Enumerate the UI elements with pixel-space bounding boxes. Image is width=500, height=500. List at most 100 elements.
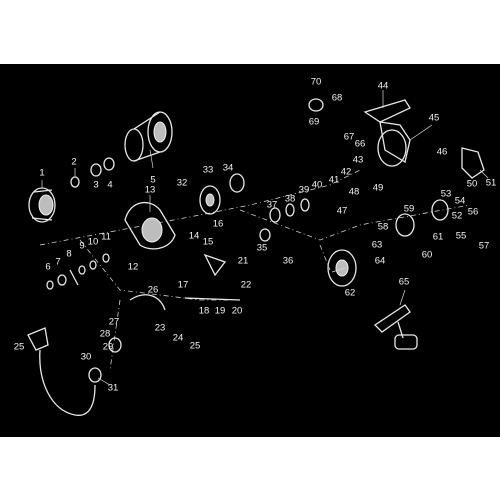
- part-number-label: 3: [93, 180, 98, 191]
- part-number-label: 55: [456, 231, 467, 242]
- part-number-label: 41: [329, 175, 340, 186]
- part-number-label: 28: [100, 329, 111, 340]
- part-number-label: 14: [189, 231, 200, 242]
- part-number-label: 32: [177, 178, 188, 189]
- part-number-label: 23: [155, 323, 166, 334]
- part-number-label: 10: [88, 237, 99, 248]
- part-number-label: 6: [45, 262, 50, 273]
- shaft-part: [184, 297, 241, 301]
- part-number-label: 31: [108, 383, 119, 394]
- bearing-39-part: [300, 198, 310, 212]
- part-number-label: 9: [79, 241, 84, 252]
- roller-part: [108, 337, 122, 353]
- part-number-label: 36: [283, 256, 294, 267]
- guide-rotor: [79, 239, 230, 301]
- diagram-panel: [0, 64, 500, 437]
- part-number-label: 35: [257, 243, 268, 254]
- part-number-label: 52: [452, 211, 463, 222]
- part-number-label: 40: [312, 180, 323, 191]
- bearing-35-part: [259, 228, 271, 242]
- part-number-label: 25: [190, 341, 201, 352]
- spool-knob-part: [28, 187, 56, 223]
- part-number-label: 47: [337, 206, 348, 217]
- part-number-label: 68: [332, 93, 343, 104]
- part-number-label: 2: [71, 157, 76, 168]
- part-number-label: 44: [378, 81, 389, 92]
- washer-3-part: [90, 163, 102, 177]
- part-number-label: 57: [479, 241, 490, 252]
- axis-guide-right: [239, 204, 471, 241]
- handle-part: [373, 304, 418, 350]
- part-number-label: 24: [173, 333, 184, 344]
- knob-70-part: [308, 98, 324, 112]
- spool-part: [124, 111, 173, 162]
- rotor-part: [124, 201, 176, 250]
- bearing-38-part: [285, 203, 295, 217]
- pinion-part: [199, 185, 221, 215]
- part-number-label: 51: [486, 178, 497, 189]
- part-number-label: 11: [101, 232, 111, 243]
- part-number-label: 33: [203, 165, 214, 176]
- washer-2-part: [70, 176, 80, 188]
- part-number-label: 1: [39, 168, 44, 179]
- part-number-label: 27: [109, 317, 120, 328]
- leader-lines: [41, 90, 489, 386]
- part-number-label: 20: [232, 306, 243, 317]
- guide-lines: [39, 169, 471, 371]
- part-number-label: 43: [353, 155, 364, 166]
- gear-59-part: [395, 213, 415, 237]
- reel-body-part: [363, 99, 411, 167]
- part-number-label: 4: [107, 180, 112, 191]
- part-number-label: 39: [299, 185, 310, 196]
- part-number-label: 53: [441, 189, 452, 200]
- part-number-label: 58: [378, 222, 389, 233]
- part-number-label: 64: [375, 256, 386, 267]
- part-number-label: 63: [372, 240, 383, 251]
- small-parts-left: [46, 253, 110, 290]
- part-number-label: 65: [399, 277, 410, 288]
- part-number-label: 21: [238, 256, 249, 267]
- part-number-label: 5: [150, 175, 155, 186]
- clutch-part: [203, 253, 227, 277]
- part-number-label: 50: [467, 179, 478, 190]
- part-number-label: 13: [145, 185, 156, 196]
- part-number-label: 26: [148, 285, 159, 296]
- part-number-label: 70: [311, 77, 322, 88]
- part-number-label: 25: [14, 342, 25, 353]
- part-number-label: 15: [203, 237, 214, 248]
- part-number-label: 12: [128, 262, 139, 273]
- part-number-label: 56: [468, 207, 479, 218]
- part-number-label: 48: [349, 187, 360, 198]
- part-number-label: 7: [55, 257, 60, 268]
- part-number-label: 22: [241, 280, 252, 291]
- bail-arm-part: [129, 294, 166, 311]
- part-number-label: 17: [178, 280, 189, 291]
- part-number-label: 61: [433, 232, 444, 243]
- washer-4-part: [103, 157, 115, 171]
- part-number-label: 69: [309, 117, 320, 128]
- bearing-34-part: [229, 173, 245, 193]
- bail-holder-part: [27, 327, 49, 351]
- part-number-label: 16: [213, 219, 224, 230]
- part-number-label: 54: [455, 196, 466, 207]
- guide-bail: [109, 299, 121, 371]
- part-number-label: 60: [422, 250, 433, 261]
- bail-wire-part: [39, 349, 96, 416]
- part-number-label: 30: [81, 352, 92, 363]
- part-number-label: 8: [66, 249, 71, 260]
- part-number-label: 49: [373, 183, 384, 194]
- part-number-label: 37: [267, 200, 278, 211]
- part-number-label: 42: [341, 167, 352, 178]
- part-number-label: 66: [355, 139, 366, 150]
- part-number-label: 19: [215, 306, 226, 317]
- part-number-label: 59: [404, 204, 415, 215]
- part-number-label: 38: [285, 194, 296, 205]
- part-number-label: 67: [344, 132, 355, 143]
- part-number-label: 62: [345, 288, 356, 299]
- guide-62: [319, 244, 331, 271]
- gear-53-part: [431, 199, 449, 221]
- parts: [27, 90, 489, 416]
- part-number-label: 18: [199, 306, 210, 317]
